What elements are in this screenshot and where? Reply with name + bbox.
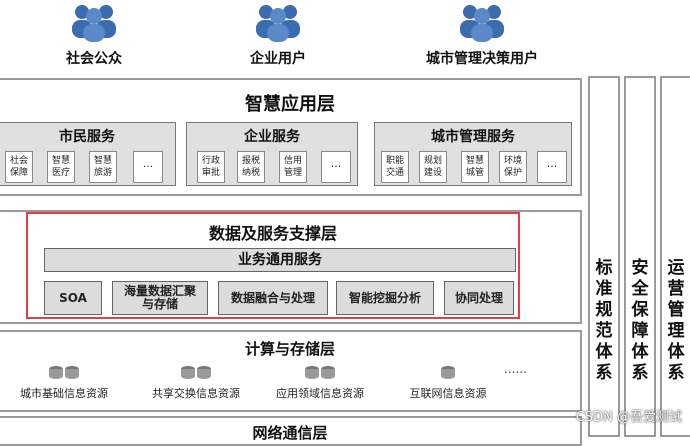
user-enterprise: 企业用户 [208,2,348,68]
group-title: 企业服务 [244,129,300,145]
service-chip: 行政 审批 [197,151,225,183]
users-icon [460,5,504,42]
resource-item: 共享交换信息资源 [136,365,256,401]
users-icon [72,5,116,42]
service-chip: 智慧 旅游 [89,151,117,183]
resource-more: ...... [504,362,527,376]
more-chip: ... [537,151,567,183]
column-label: 标准 规范 体系 [595,258,613,383]
user-label: 企业用户 [250,51,306,67]
network-layer-title: 网络通信层 [252,424,328,442]
column-security: 安全 保障 体系 [624,76,656,437]
service-chip: 职能 交通 [381,151,409,183]
database-icon [181,366,211,379]
app-layer-title: 智慧应用层 [245,94,335,115]
users-icon [256,5,300,42]
service-chip: 智慧 医疗 [47,151,75,183]
resource-item: 互联网信息资源 [388,365,508,401]
support-highlight-frame [26,212,520,319]
service-chip: 报税 纳税 [237,151,265,183]
service-box: SOA [44,281,102,315]
resource-item: 应用领域信息资源 [260,365,380,401]
service-chip: 信用 管理 [279,151,307,183]
service-box: 海量数据汇聚 与存储 [112,281,208,315]
service-box: 智能挖掘分析 [336,281,434,315]
service-box: 数据融合与处理 [218,281,328,315]
column-label: 安全 保障 体系 [631,258,649,383]
support-layer-title: 数据及服务支撑层 [208,224,337,243]
service-group-citizen: 市民服务 社会 保障 智慧 医疗 智慧 旅游 ... [0,122,176,186]
storage-layer-title: 计算与存储层 [244,340,335,358]
resource-label: 共享交换信息资源 [152,387,240,400]
user-city-manager: 城市管理决策用户 [412,2,552,68]
service-chip: 智慧 城管 [461,151,489,183]
group-title: 市民服务 [59,129,115,145]
resource-label: 互联网信息资源 [409,387,487,400]
more-chip: ... [321,151,351,183]
database-icon [305,366,335,379]
database-icon [441,366,455,379]
watermark: CSDN @吾爱测试 [575,410,682,425]
user-label: 城市管理决策用户 [426,51,538,67]
service-chip: 规划 建设 [419,151,447,183]
resource-item: 城市基础信息资源 [4,365,124,401]
database-icon [49,366,79,379]
resource-label: 城市基础信息资源 [20,387,108,400]
service-chip: 环境 保护 [499,151,527,183]
storage-layer: 计算与存储层 [0,330,582,412]
service-chip: 社会 保障 [5,151,33,183]
column-standards: 标准 规范 体系 [588,76,620,437]
service-group-city: 城市管理服务 职能 交通 规划 建设 智慧 城管 环境 保护 ... [374,122,572,186]
column-label: 运营 管理 体系 [667,258,685,383]
resource-label: 应用领域信息资源 [276,387,364,400]
common-service-bar: 业务通用服务 [44,248,516,272]
network-layer: 网络通信层 [0,416,582,446]
service-group-enterprise: 企业服务 行政 审批 报税 纳税 信用 管理 ... [186,122,358,186]
user-label: 社会公众 [66,51,122,67]
user-public: 社会公众 [24,2,164,68]
service-box: 协同处理 [444,281,514,315]
group-title: 城市管理服务 [431,129,515,145]
column-operations: 运营 管理 体系 [660,76,690,437]
more-chip: ... [133,151,163,183]
